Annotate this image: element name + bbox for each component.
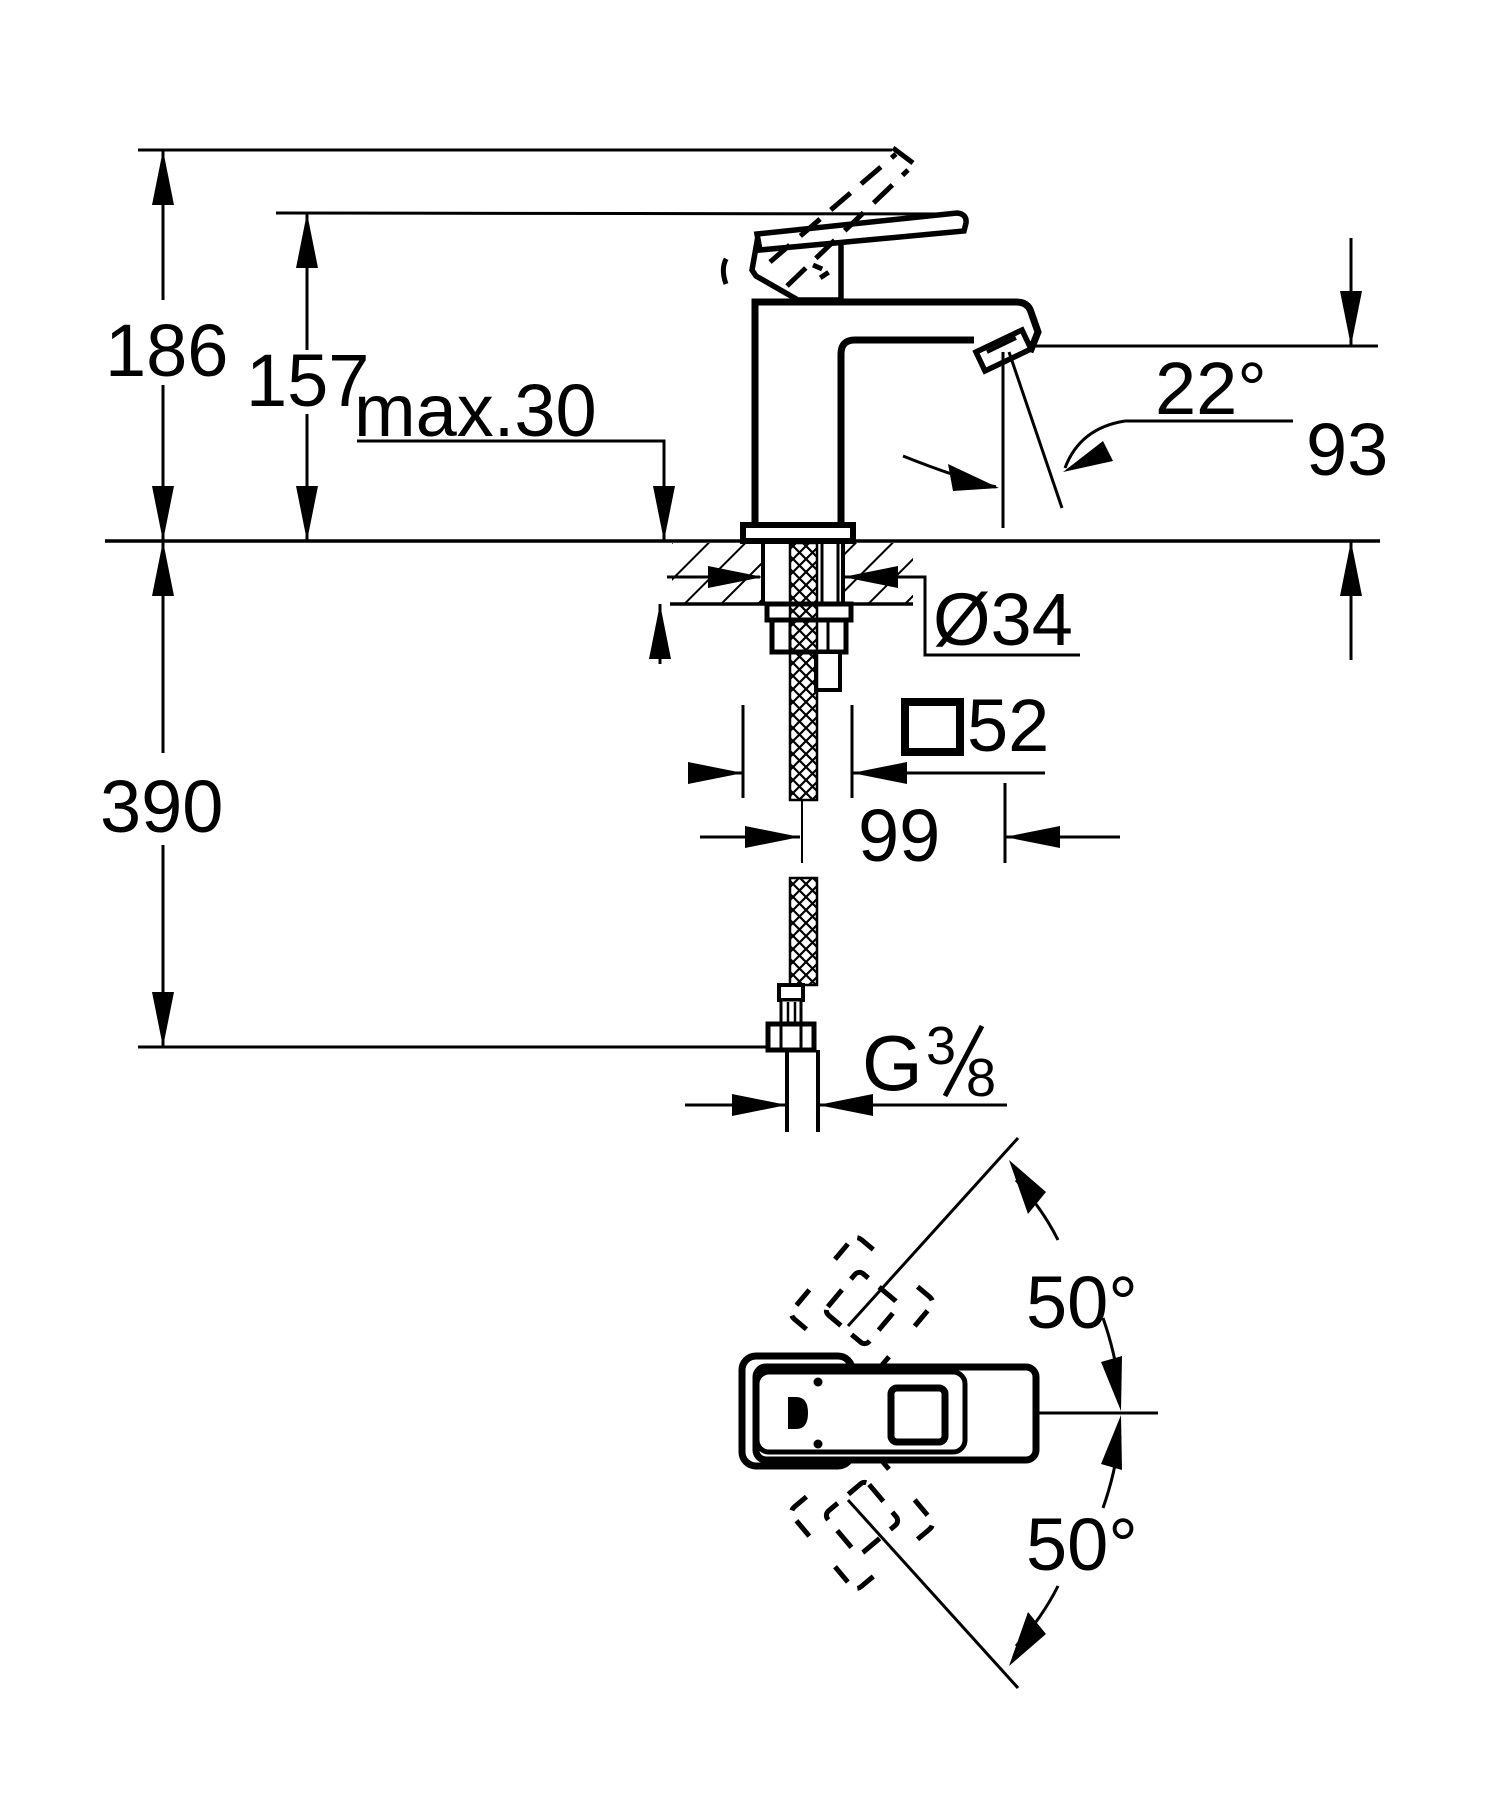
rod-guide xyxy=(814,650,842,692)
side-view xyxy=(105,146,1380,1132)
dim-max30-label: max.30 xyxy=(354,369,597,452)
plan-view xyxy=(738,1136,1158,1690)
dimension-labels: 186 157 max.30 22° 93 Ø34 52 99 390 G 3 … xyxy=(100,309,1388,1586)
plan-dot xyxy=(813,1439,823,1449)
arrow-up-icon xyxy=(152,541,174,596)
arrow-up-icon xyxy=(649,604,671,659)
arrow-down-icon xyxy=(152,486,174,541)
base-flange xyxy=(740,522,856,544)
plan-spout-square xyxy=(887,1384,949,1446)
dim-22deg-label: 22° xyxy=(1155,347,1267,430)
thread-numerator-label: 3 xyxy=(926,1016,956,1076)
spout-angle-line xyxy=(1007,351,1064,509)
dim-52-label: 52 xyxy=(967,684,1049,767)
dim-34-label: Ø34 xyxy=(933,578,1073,661)
arrow-left-icon xyxy=(818,1094,873,1116)
arrow-down-left-icon xyxy=(1009,1612,1046,1666)
hose-collar xyxy=(777,983,805,1002)
flex-hose-lower xyxy=(788,876,819,987)
arrow-up-icon xyxy=(152,150,174,205)
arrow-down-left-icon xyxy=(1063,441,1113,472)
faucet-body-inner-outline xyxy=(837,336,974,525)
dim-157-label: 157 xyxy=(246,339,369,422)
aerator-slot xyxy=(986,336,1017,354)
flex-hose-upper xyxy=(788,541,819,802)
arrow-up-icon xyxy=(1101,1415,1122,1470)
plan-dot xyxy=(813,1377,823,1387)
arrow-down-icon xyxy=(296,486,318,541)
leader-curve-22 xyxy=(1063,419,1126,469)
arrow-down-icon xyxy=(1340,291,1362,346)
arrow-left-icon xyxy=(852,762,907,784)
swivel-50-upper-label: 50° xyxy=(1026,1261,1138,1344)
plan-handle-detail xyxy=(788,1397,808,1429)
arrow-down-icon xyxy=(152,992,174,1047)
swivel-ray-upper xyxy=(846,1136,1020,1328)
arrow-right-icon xyxy=(708,566,763,588)
dim-99-label: 99 xyxy=(858,794,940,877)
spout-aerator xyxy=(972,326,1035,375)
arrow-up-left-icon xyxy=(1009,1160,1046,1214)
arrow-down-icon xyxy=(653,486,675,541)
dim-93-label: 93 xyxy=(1306,408,1388,491)
swivel-50-lower-label: 50° xyxy=(1026,1503,1138,1586)
handle-lever xyxy=(753,210,969,253)
ref-line-lever xyxy=(275,211,954,216)
square-symbol-icon xyxy=(901,698,964,756)
arrow-right-icon xyxy=(688,762,743,784)
arrow-left-icon xyxy=(843,566,898,588)
dim-390-label: 390 xyxy=(100,765,223,848)
arrow-right-icon xyxy=(732,1094,787,1116)
arrow-up-icon xyxy=(1340,541,1362,596)
hose-crimp xyxy=(779,998,803,1026)
thread-fraction-slash xyxy=(942,1024,985,1098)
swivel-ray-lower xyxy=(846,1498,1020,1690)
hose-nut xyxy=(765,1021,817,1053)
arrow-right-icon xyxy=(948,464,999,491)
thread-g-label: G xyxy=(862,1019,923,1107)
arrow-up-icon xyxy=(296,213,318,268)
handle-lever-raised-dashed xyxy=(720,146,915,288)
thread-denominator-label: 8 xyxy=(966,1048,996,1108)
dim-186-label: 186 xyxy=(105,309,228,392)
faucet-body-outline xyxy=(751,298,1042,525)
arrow-left-icon xyxy=(1005,826,1060,848)
arrow-down-icon xyxy=(1101,1356,1122,1411)
arrow-right-icon xyxy=(745,826,800,848)
